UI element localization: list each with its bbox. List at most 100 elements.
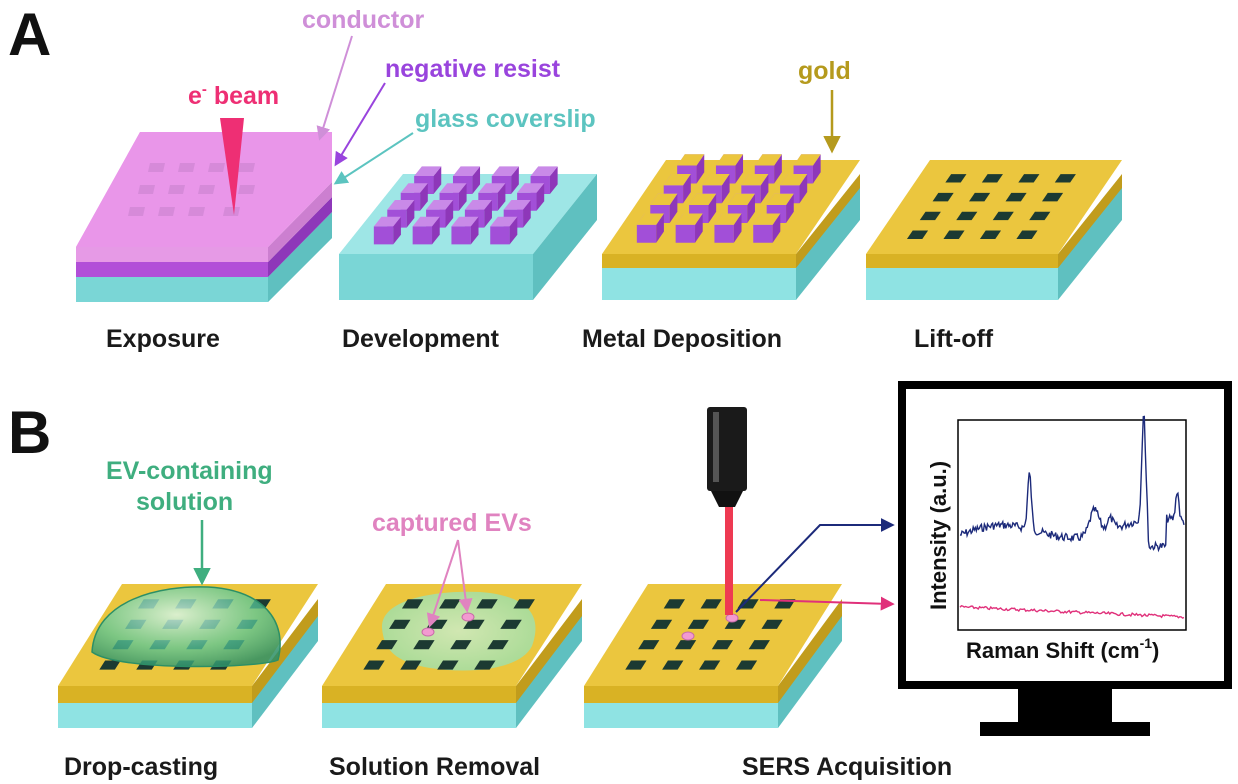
glass-coverslip-label: glass coverslip [415,105,596,133]
nanohole [650,619,673,629]
pillar-top [400,183,428,193]
pillar-side [656,213,664,243]
pillar-side [511,166,519,194]
e-beam-superscript: - [202,81,207,98]
pillar-top [503,200,531,210]
gold-label: gold [798,57,851,85]
pillar-gold-cap [689,193,717,205]
microscope-objective [707,407,747,507]
pillar-side [747,193,755,223]
pillar-side [733,213,742,243]
pillar-side [774,154,782,184]
nanohole [363,660,385,670]
pillar-side [708,193,717,223]
step-solution-removal: Solution Removal [329,753,540,781]
spectrum-x-axis-label: Raman Shift (cm-1) [966,635,1159,663]
pillar-side [523,200,531,228]
pillar-gold-cap [753,213,781,225]
nanohole [979,230,1002,239]
nanohole [992,211,1014,221]
nanohole [700,599,722,609]
pillar-side [458,183,467,211]
nanohole [463,619,485,629]
solution-removal-nanohole-grid [363,599,535,670]
ev-solution-label-line2: solution [136,488,233,516]
nanohole [400,660,422,670]
pillar-top [414,166,442,176]
pillar-front [412,226,433,245]
panel-letter-a: A [8,1,51,68]
pillar-gold-cap [663,173,691,186]
pillar-gold-cap [766,193,794,205]
nanohole [474,660,496,670]
pillar-front [451,226,471,245]
panel-letter-b: B [8,399,51,466]
negative-resist-label: negative resist [385,55,561,83]
pillar-side [695,213,703,243]
nanohole [625,660,647,670]
nanohole [500,619,522,629]
pillar-gold-cap [702,173,730,186]
residual-solution-film [381,591,536,671]
conductor-arrow [316,35,353,141]
pillar-side [799,173,808,204]
substrate-raman-spectrum [959,605,1185,619]
captured-ev [725,613,739,623]
pillar-top [451,216,479,227]
pillar-side [536,183,545,211]
pillar-gold-cap [650,193,678,205]
nanohole [638,640,660,650]
e-beam-cone [220,118,244,215]
pillar-side [432,216,440,245]
nanohole [943,230,965,239]
pillar-side [721,173,730,204]
pillar-side [696,154,705,184]
pillar-top [490,216,518,227]
pillar-side [406,200,415,228]
pillar-side [497,183,506,211]
e-beam-rest: beam [207,82,279,110]
e-beam-label: e- beam [188,81,279,110]
captured-ev-dots [421,612,475,637]
nanohole [437,660,459,670]
step-exposure: Exposure [106,325,220,353]
pillar-top [478,183,506,193]
nanohole [1029,211,1051,221]
nanohole [450,640,472,650]
pillar-top [387,200,415,210]
pillar-gold-cap [675,213,703,225]
sers-substrate [584,584,842,728]
x-axis-label-main: Raman Shift (cm [966,638,1140,663]
nanohole [389,619,411,629]
ev-spectrum-leader [735,518,895,613]
e-beam-e: e [188,82,202,110]
pillar-top [412,216,440,227]
pillar-top [426,200,454,210]
pillar-side [669,193,678,223]
pillar-side [393,216,401,245]
ev-solution-label-line1: EV-containing [106,457,273,485]
nanohole [969,192,991,202]
pillar-top [530,166,558,176]
glass-coverslip-arrow [333,132,414,185]
nanohole [476,599,498,609]
exposure-pattern [128,163,255,216]
sers-nanohole-grid [625,599,796,670]
nanohole [1054,174,1076,183]
pillar-gold-cap [677,154,705,166]
pillar-top [491,166,519,176]
nanohole [699,660,721,670]
step-drop-casting: Drop-casting [64,753,218,781]
step-lift-off: Lift-off [914,325,994,353]
pillar-gold-cap [715,154,744,166]
pillar-gold-cap [793,154,821,166]
nanohole [711,640,734,650]
nanohole [687,619,710,629]
captured-ev-arrow-right [457,539,473,613]
pillar-gold-cap [727,193,755,205]
liftoff-substrate [866,160,1122,300]
nanohole [981,174,1003,183]
pillar-side [433,166,442,194]
pillar-gold-cap [741,173,769,186]
